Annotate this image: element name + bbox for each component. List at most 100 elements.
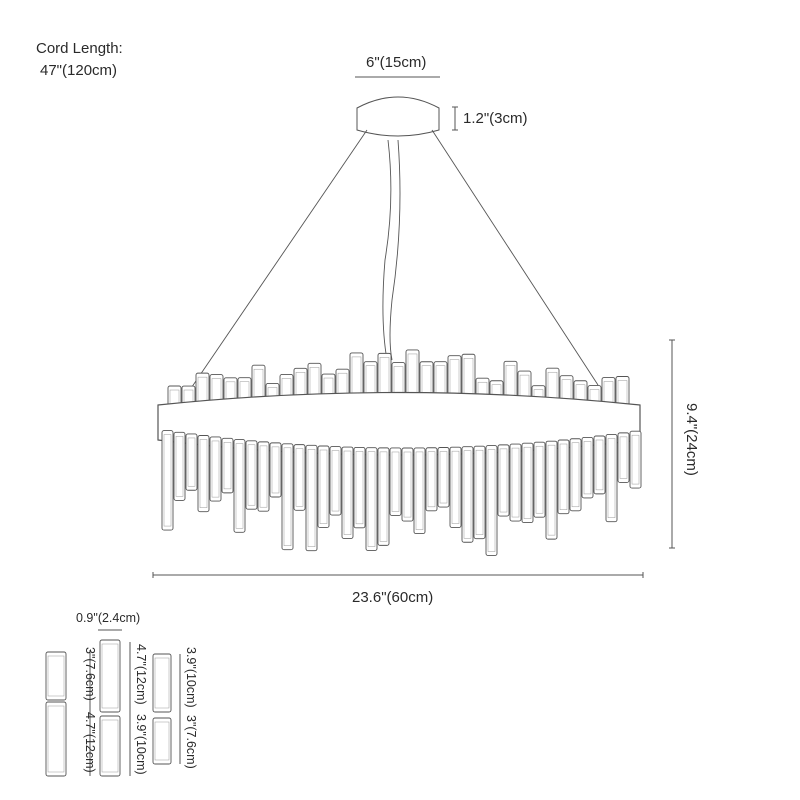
bottom-crystal-facet xyxy=(571,442,580,508)
bottom-crystal xyxy=(353,446,366,529)
bottom-crystal-facet xyxy=(427,451,436,508)
bottom-crystal xyxy=(389,447,402,516)
bottom-crystal xyxy=(281,443,294,551)
bottom-crystal-facet xyxy=(583,441,592,495)
bottom-crystal-facet xyxy=(295,448,304,507)
bottom-crystal xyxy=(605,434,618,523)
bottom-crystal-facet xyxy=(307,449,316,547)
bottom-crystal xyxy=(413,447,426,535)
bottom-crystal-facet xyxy=(619,436,628,479)
bottom-crystal-facet xyxy=(379,451,388,542)
bottom-crystal-facet xyxy=(391,451,400,512)
bottom-crystal-facet xyxy=(439,451,448,504)
bottom-crystal-facet xyxy=(175,436,184,497)
bottom-crystal-facet xyxy=(187,437,196,487)
bottom-crystal xyxy=(305,444,318,552)
bottom-crystal-facet xyxy=(463,450,472,539)
bottom-crystal xyxy=(377,447,390,546)
legend-crystal-1 xyxy=(45,651,67,701)
bottom-crystal-facet xyxy=(475,449,484,535)
bottom-crystal-facet xyxy=(499,448,508,513)
bottom-crystal xyxy=(197,435,210,513)
bottom-crystal-facet xyxy=(331,450,340,512)
legend-crystal-4-facet xyxy=(101,719,119,773)
bottom-crystal-facet xyxy=(451,450,460,524)
legend-crystal-2 xyxy=(45,701,67,777)
bottom-crystal-facet xyxy=(631,434,640,485)
bottom-crystal xyxy=(557,439,570,515)
bottom-crystal-facet xyxy=(607,438,616,518)
bottom-crystal-facet xyxy=(343,450,352,535)
height-label: 9.4"(24cm) xyxy=(683,403,700,476)
bottom-crystal xyxy=(317,445,330,529)
crystal-col2-top-label: 4.7"(12cm) xyxy=(134,644,148,705)
bottom-crystal-facet xyxy=(559,443,568,510)
crystal-col3-top-label: 3.9"(10cm) xyxy=(184,647,198,708)
bottom-crystal-facet xyxy=(283,447,292,546)
legend-crystal-3-facet xyxy=(101,643,119,709)
bottom-crystal-facet xyxy=(511,447,520,518)
bottom-crystal-facet xyxy=(259,445,268,508)
bottom-crystal xyxy=(329,446,342,516)
bottom-crystal xyxy=(485,445,498,557)
bottom-crystal xyxy=(593,435,606,495)
bottom-crystal-facet xyxy=(223,442,232,490)
bottom-crystal-facet xyxy=(595,439,604,491)
bottom-crystal xyxy=(161,430,174,531)
bottom-crystal-facet xyxy=(271,446,280,494)
bottom-crystal-facet xyxy=(235,443,244,529)
bottom-crystal-facet xyxy=(367,451,376,547)
bottom-crystal-facet xyxy=(547,444,556,536)
bottom-crystal xyxy=(473,445,486,540)
bottom-crystal xyxy=(617,432,630,483)
bottom-crystal-facet xyxy=(319,449,328,524)
bottom-crystal xyxy=(449,446,462,529)
canopy-height-label: 1.2"(3cm) xyxy=(463,110,528,127)
bottom-crystal-facet xyxy=(211,440,220,498)
legend-crystal-2-facet xyxy=(47,705,65,773)
bottom-crystal xyxy=(581,436,594,499)
canopy xyxy=(356,96,440,137)
bottom-crystal-facet xyxy=(199,439,208,508)
bottom-crystal xyxy=(569,438,582,512)
bottom-crystal-facet xyxy=(247,444,256,506)
crystal-col1-top-label: 3"(7.6cm) xyxy=(83,647,97,701)
bottom-crystal-facet xyxy=(487,449,496,552)
power-cord xyxy=(389,139,401,361)
canopy-width-label: 6"(15cm) xyxy=(366,54,427,71)
bottom-crystal xyxy=(269,442,282,498)
bottom-crystal xyxy=(437,447,450,508)
bottom-crystal xyxy=(425,447,438,512)
bottom-crystal xyxy=(173,431,186,501)
bottom-crystal-facet xyxy=(415,451,424,530)
bottom-crystal-facet xyxy=(355,451,364,525)
power-cord xyxy=(382,139,392,361)
legend-crystal-4 xyxy=(99,715,121,777)
legend-crystal-6 xyxy=(152,717,172,765)
bottom-crystal xyxy=(365,447,378,551)
bottom-crystal-facet xyxy=(403,451,412,518)
bottom-crystal xyxy=(245,440,258,510)
bottom-crystal xyxy=(293,444,306,511)
bottom-crystal xyxy=(233,439,246,533)
bottom-crystal xyxy=(533,441,546,518)
suspension-wire-left xyxy=(182,129,368,401)
legend-crystal-5-facet xyxy=(154,657,170,709)
crystal-col1-bottom-label: 4.7"(12cm) xyxy=(83,712,97,773)
legend-crystal-1-facet xyxy=(47,655,65,697)
legend-crystal-3 xyxy=(99,639,121,713)
bottom-crystal xyxy=(461,446,474,543)
legend-crystal-6-facet xyxy=(154,721,170,761)
diameter-label: 23.6"(60cm) xyxy=(352,589,434,606)
bottom-crystal-facet xyxy=(535,445,544,514)
bottom-crystal xyxy=(629,430,642,489)
legend-crystal-5 xyxy=(152,653,172,713)
bottom-crystal-facet xyxy=(523,446,532,519)
bottom-crystal xyxy=(401,447,414,522)
bottom-crystal xyxy=(209,436,222,502)
cord-length-value: 47"(120cm) xyxy=(40,62,118,79)
crystal-width-label: 0.9"(2.4cm) xyxy=(76,611,141,625)
bottom-crystal xyxy=(521,442,534,524)
